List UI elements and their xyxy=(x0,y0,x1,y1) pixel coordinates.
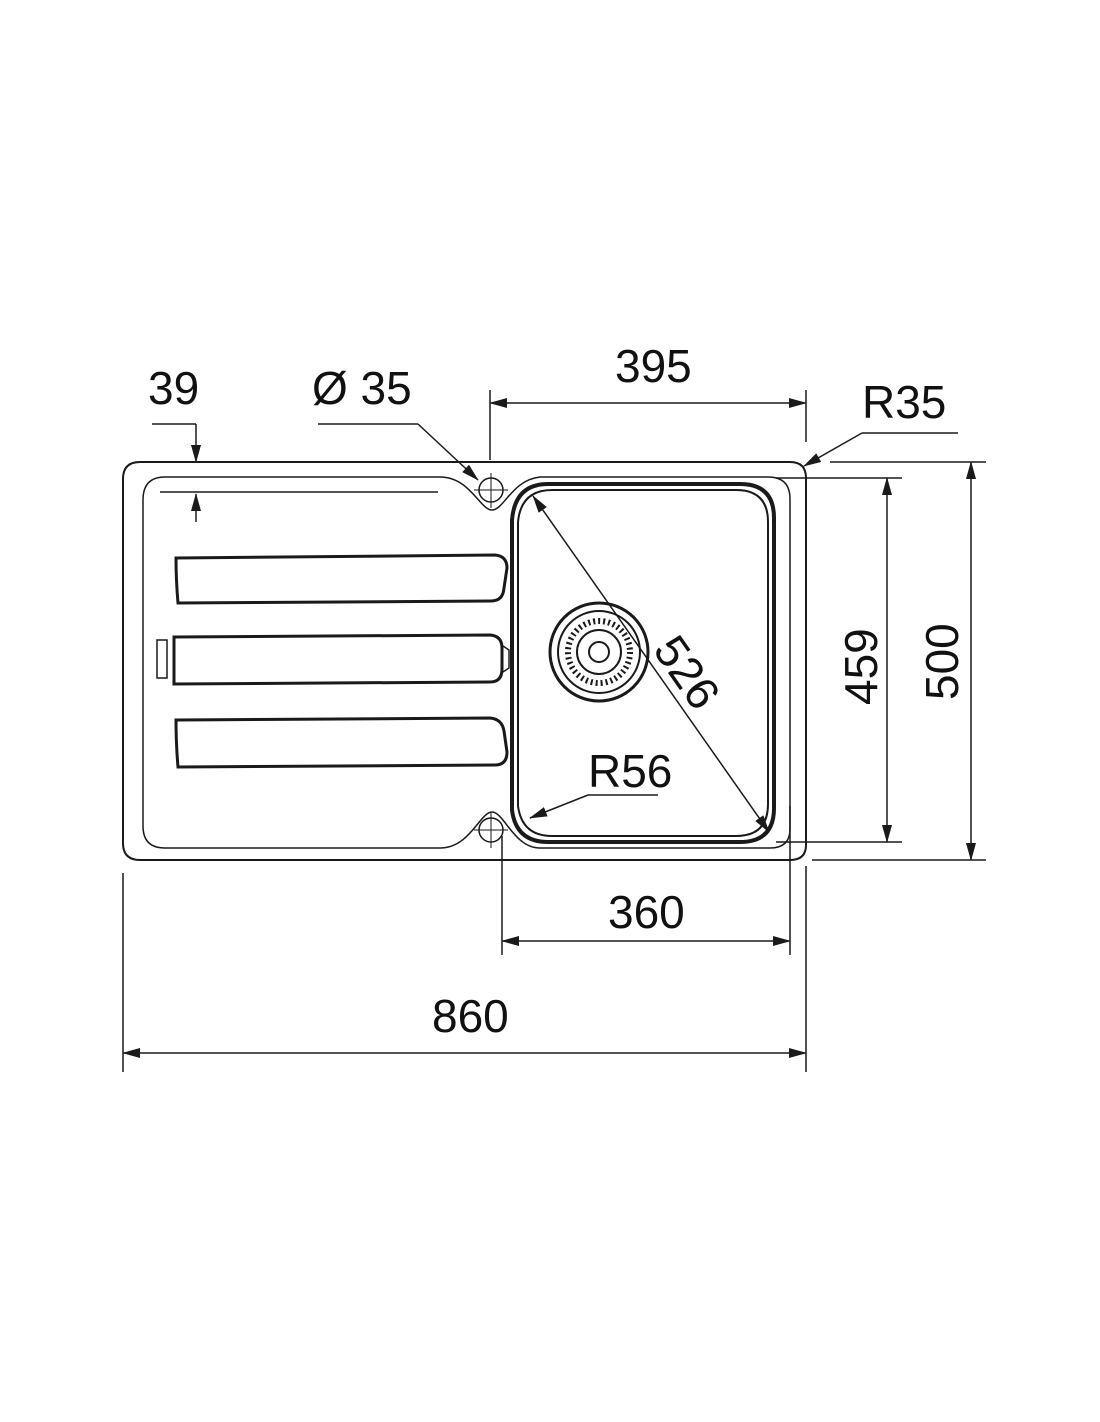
dim-bowl-inner-radius: R56 xyxy=(588,745,672,797)
overflow-cap xyxy=(502,645,510,673)
overflow-slot xyxy=(156,639,168,679)
bowl-outline xyxy=(510,482,776,844)
dim-bowl-width: 395 xyxy=(615,340,692,392)
sink-inner-rim xyxy=(142,476,791,849)
drain-strainer xyxy=(548,601,650,703)
dim-bowl-bottom-width: 360 xyxy=(608,886,685,938)
drainer-groove-1 xyxy=(174,553,509,605)
dim-bowl-depth: 459 xyxy=(835,628,887,705)
drainer-groove-2 xyxy=(172,633,504,686)
dim-tap-hole-diameter: Ø 35 xyxy=(312,362,412,414)
dim-drainer-depth: 39 xyxy=(148,362,199,414)
dim-corner-radius: R35 xyxy=(862,376,946,428)
dim-overall-width: 860 xyxy=(432,990,509,1042)
dim-overall-depth: 500 xyxy=(916,623,968,700)
drainer-groove-3 xyxy=(174,716,509,769)
tap-hole-bottom xyxy=(474,813,508,848)
dim-bowl-diagonal: 526 xyxy=(644,626,731,719)
tap-hole-top xyxy=(474,473,508,508)
